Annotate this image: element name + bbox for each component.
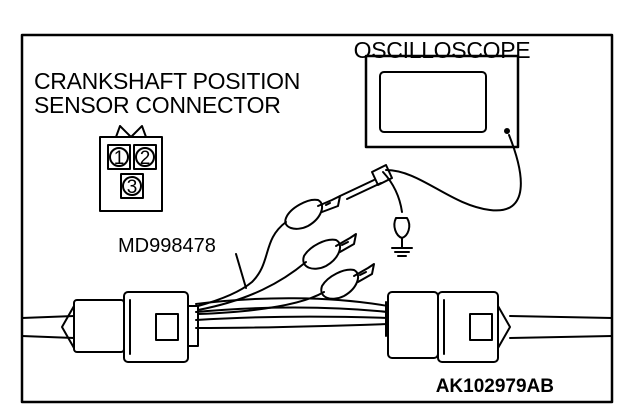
oscilloscope-cable — [385, 134, 522, 212]
sensor-label-line2: SENSOR CONNECTOR — [34, 92, 281, 118]
sensor-label-line1: CRANKSHAFT POSITION — [34, 68, 300, 94]
oscilloscope-device — [364, 54, 520, 149]
oscilloscope-label: OSCILLOSCOPE — [354, 37, 531, 63]
pin-3-label: 3 — [127, 177, 138, 198]
test-harness-wires — [195, 221, 389, 329]
diagram-frame — [20, 33, 614, 404]
pin-2-label: 2 — [140, 148, 151, 169]
test-clip-1 — [284, 195, 341, 230]
sensor-connector-symbol — [99, 125, 163, 212]
ground-clip — [391, 217, 413, 257]
oscilloscope-probe — [339, 164, 403, 213]
figure-code: AK102979AB — [436, 376, 554, 397]
harness-connector-left — [21, 291, 199, 363]
test-clip-2 — [302, 233, 357, 270]
tool-number-label: MD998478 — [118, 235, 216, 257]
test-clip-3 — [320, 263, 375, 300]
harness-connector-right — [385, 291, 613, 363]
pin-1-label: 1 — [114, 148, 125, 169]
tool-leader-line — [235, 253, 247, 289]
